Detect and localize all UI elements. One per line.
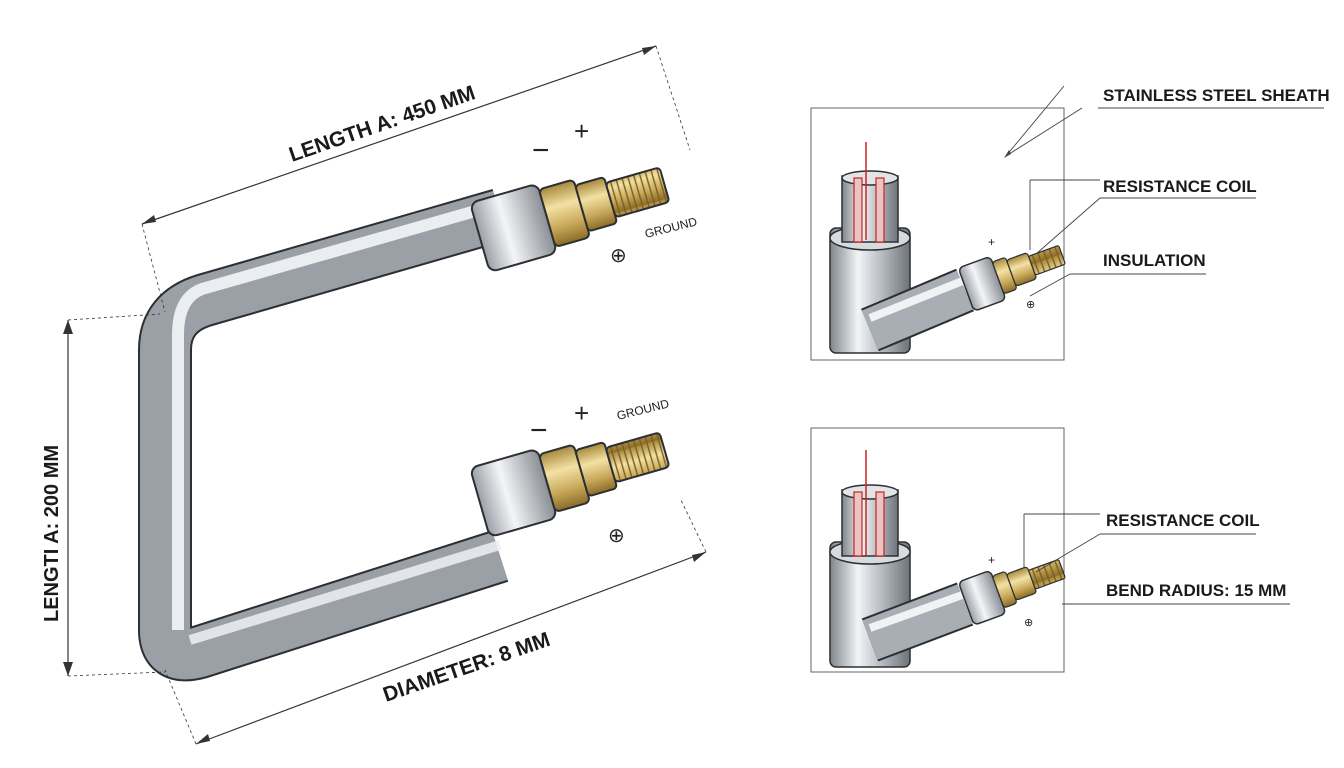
ground-symbol-detail-top: ⊕ <box>1026 299 1035 311</box>
dim-line-length-top <box>141 45 657 225</box>
ground-label-bottom: GROUND <box>615 396 670 423</box>
plus-symbol-top: + <box>574 116 589 146</box>
minus-symbol-bottom: − <box>530 414 548 447</box>
callout-bend-radius: BEND RADIUS: 15 MM <box>1106 581 1286 600</box>
plus-symbol-bottom: + <box>574 398 589 428</box>
cross-section <box>841 489 899 557</box>
dim-line-diameter <box>195 551 707 745</box>
callout-resistance-coil-top: RESISTANCE COIL <box>1103 177 1257 196</box>
callout-insulation: INSULATION <box>1103 251 1206 270</box>
plus-symbol-detail-bottom: + <box>988 553 995 567</box>
ground-label-top: GROUND <box>643 214 698 241</box>
dimension-lines <box>63 45 707 745</box>
terminal-bottom <box>470 432 670 537</box>
ground-symbol-top: ⊕ <box>610 245 627 267</box>
cross-section <box>841 175 899 243</box>
detail-view-top: + ⊕ STAINLESS STEEL SHEATH RESISTANCE CO… <box>810 85 1330 361</box>
minus-symbol-top: − <box>532 134 550 167</box>
length-top-label: LENGTH A: 450 MM <box>286 81 478 166</box>
ground-symbol-bottom: ⊕ <box>608 525 625 547</box>
terminal-top <box>470 167 670 272</box>
tube-highlight-bottom <box>188 540 502 645</box>
main-heater: − + GROUND ⊕ − + GROUND ⊕ <box>138 116 699 682</box>
threaded-end <box>605 167 670 218</box>
ground-symbol-detail-bottom: ⊕ <box>1024 617 1033 629</box>
callout-resistance-coil-bottom: RESISTANCE COIL <box>1106 511 1260 530</box>
plus-symbol-detail-top: + <box>988 235 995 249</box>
threaded-end <box>605 432 670 483</box>
length-side-label: LENGTI A: 200 MM <box>41 445 63 622</box>
detail-view-bottom: + ⊕ RESISTANCE COIL BEND RADIUS: 15 MM <box>810 427 1290 673</box>
callout-stainless-steel-sheath: STAINLESS STEEL SHEATH <box>1103 86 1330 105</box>
diameter-label: DIAMETER: 8 MM <box>380 628 553 707</box>
tube-highlight <box>172 198 502 630</box>
